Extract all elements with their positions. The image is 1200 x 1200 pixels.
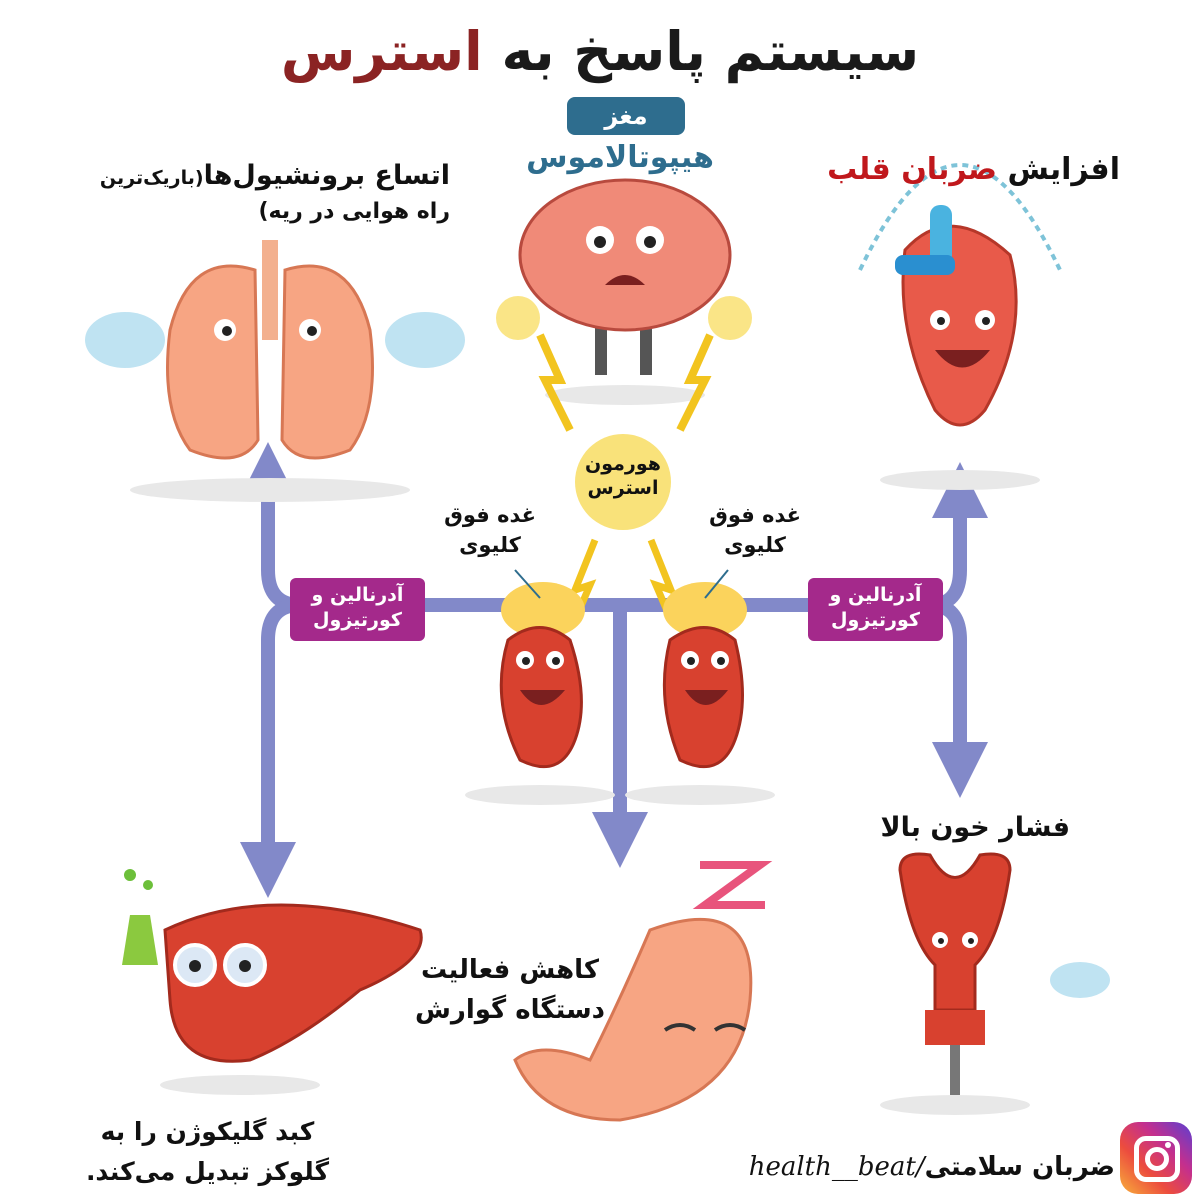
- adrenal-label-left: غده فوق کلیوی: [430, 500, 550, 560]
- hormone-left-line1: آدرنالین و: [311, 584, 404, 606]
- adrenal-left-line1: غده فوق: [444, 503, 536, 527]
- title-accent: استرس: [280, 20, 483, 83]
- lungs-label-small: (باریک‌ترین: [99, 167, 204, 189]
- liver-line2: گلوکز تبدیل می‌کند.: [85, 1157, 330, 1186]
- page-title: سیستم پاسخ به استرس: [0, 20, 1200, 83]
- adrenal-left-line2: کلیوی: [459, 533, 521, 557]
- digestion-label: کاهش فعالیت دستگاه گوارش: [400, 950, 620, 1030]
- lungs-icon: [85, 240, 465, 502]
- hormone-left-line2: کورتیزول: [313, 609, 402, 631]
- stress-hormone-line2: استرس: [587, 477, 659, 499]
- heart-label: افزایش ضربان قلب: [800, 152, 1120, 187]
- lungs-label-main: اتساع برونشیول‌ها: [203, 160, 450, 191]
- adrenal-pointer-left: [514, 569, 541, 599]
- heart-label-part2: ضربان: [901, 152, 997, 187]
- artery-icon: [880, 852, 1110, 1115]
- heart-icon: [858, 163, 1062, 490]
- kidney-icon-right: [625, 582, 775, 805]
- brain-icon: [496, 178, 752, 432]
- stress-hormone-line1: هورمون: [585, 453, 661, 475]
- blood-pressure-label: فشار خون بالا: [880, 812, 1070, 843]
- hypothalamus-label: هیپوتالاموس: [526, 140, 714, 175]
- pathway-down-left: [240, 598, 307, 898]
- title-main: سیستم پاسخ به: [482, 20, 920, 83]
- hormone-box-right: آدرنالین و کورتیزول: [808, 578, 943, 641]
- liver-icon: [122, 869, 423, 1095]
- adrenal-right-line1: غده فوق: [709, 503, 801, 527]
- lungs-label-line2: راه هوایی در ریه): [258, 199, 450, 224]
- hormone-box-left: آدرنالین و کورتیزول: [290, 578, 425, 641]
- adrenal-right-line2: کلیوی: [724, 533, 786, 557]
- footer-brand: ضربان سلامتی: [924, 1152, 1115, 1182]
- footer-credit: health__beat/ضربان سلامتی: [705, 1152, 1115, 1182]
- hormone-right-line2: کورتیزول: [831, 609, 920, 631]
- kidney-icon-left: [465, 582, 615, 805]
- heart-label-part1: افزایش: [997, 152, 1120, 187]
- instagram-icon[interactable]: [1120, 1122, 1192, 1194]
- hormone-right-line1: آدرنالین و: [829, 584, 922, 606]
- footer-handle: health__beat/: [748, 1152, 925, 1182]
- adrenal-pointer-right: [704, 569, 729, 599]
- pathway-arrows: [240, 442, 988, 898]
- stress-hormone-label: هورمون استرس: [575, 452, 671, 500]
- digestion-line1: کاهش فعالیت: [420, 955, 600, 985]
- liver-label: کبد گلیکوژن را به گلوکز تبدیل می‌کند.: [45, 1112, 370, 1192]
- lungs-label: اتساع برونشیول‌ها(باریک‌ترین راه هوایی د…: [30, 160, 450, 228]
- adrenal-label-right: غده فوق کلیوی: [695, 500, 815, 560]
- stomach-icon: [513, 861, 773, 1122]
- brain-badge: مغز: [567, 97, 685, 135]
- liver-line1: کبد گلیکوژن را به: [100, 1117, 315, 1146]
- digestion-line2: دستگاه گوارش: [415, 995, 605, 1025]
- heart-label-part3: قلب: [827, 152, 902, 187]
